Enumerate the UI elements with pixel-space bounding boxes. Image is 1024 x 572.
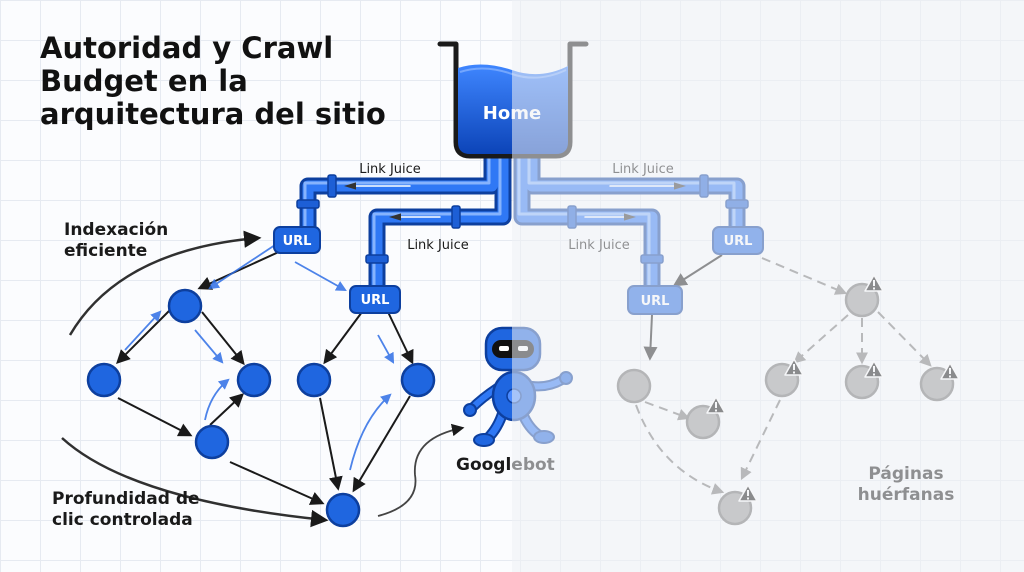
label-indexing: Indexación eficiente (64, 220, 169, 261)
crawl-arrows (61, 230, 465, 528)
link-juice-label-1: Link Juice (359, 162, 421, 177)
node (844, 364, 880, 400)
warning-icons (706, 274, 960, 502)
gray-nodes (616, 282, 955, 526)
home-label: Home (483, 103, 541, 124)
home-tank: Home (437, 41, 589, 159)
url-node-2: URL (349, 285, 401, 314)
blue-nodes (86, 288, 436, 528)
flow-arrows (124, 244, 395, 471)
url-node-1: URL (273, 226, 321, 254)
node (325, 492, 361, 528)
link-juice-label-3: Link Juice (407, 238, 469, 253)
label-click-depth: Profundidad de clic controlada (52, 489, 200, 530)
node (296, 362, 332, 398)
googlebot-robot-icon (463, 326, 573, 447)
url-boxes: URL URL URL URL (273, 226, 764, 315)
url-node-3: URL (627, 285, 683, 315)
link-juice-label-2: Link Juice (612, 162, 674, 177)
node (764, 362, 800, 398)
warning-icon (864, 360, 884, 378)
warning-icon (738, 484, 758, 502)
url-label: URL (724, 234, 753, 249)
url-label: URL (283, 234, 312, 249)
url-label: URL (641, 294, 670, 309)
node (167, 288, 203, 324)
warning-icon (940, 362, 960, 380)
node (685, 404, 721, 440)
diagram-title: Autoridad y Crawl Budget en la arquitect… (40, 31, 386, 131)
url-node-4: URL (712, 226, 764, 255)
node (194, 424, 230, 460)
node (717, 490, 753, 526)
link-juice-label-4: Link Juice (568, 238, 630, 253)
node (844, 282, 880, 318)
node (236, 362, 272, 398)
node (616, 368, 652, 404)
label-orphan-pages: Páginas huérfanas (857, 464, 955, 505)
label-googlebot: Googlebot (456, 455, 555, 475)
url-label: URL (361, 293, 390, 308)
orphan-edges (635, 257, 932, 495)
warning-icon (784, 358, 804, 376)
warning-icon (864, 274, 884, 292)
node (919, 366, 955, 402)
warning-icon (706, 396, 726, 414)
node (86, 362, 122, 398)
node (400, 362, 436, 398)
